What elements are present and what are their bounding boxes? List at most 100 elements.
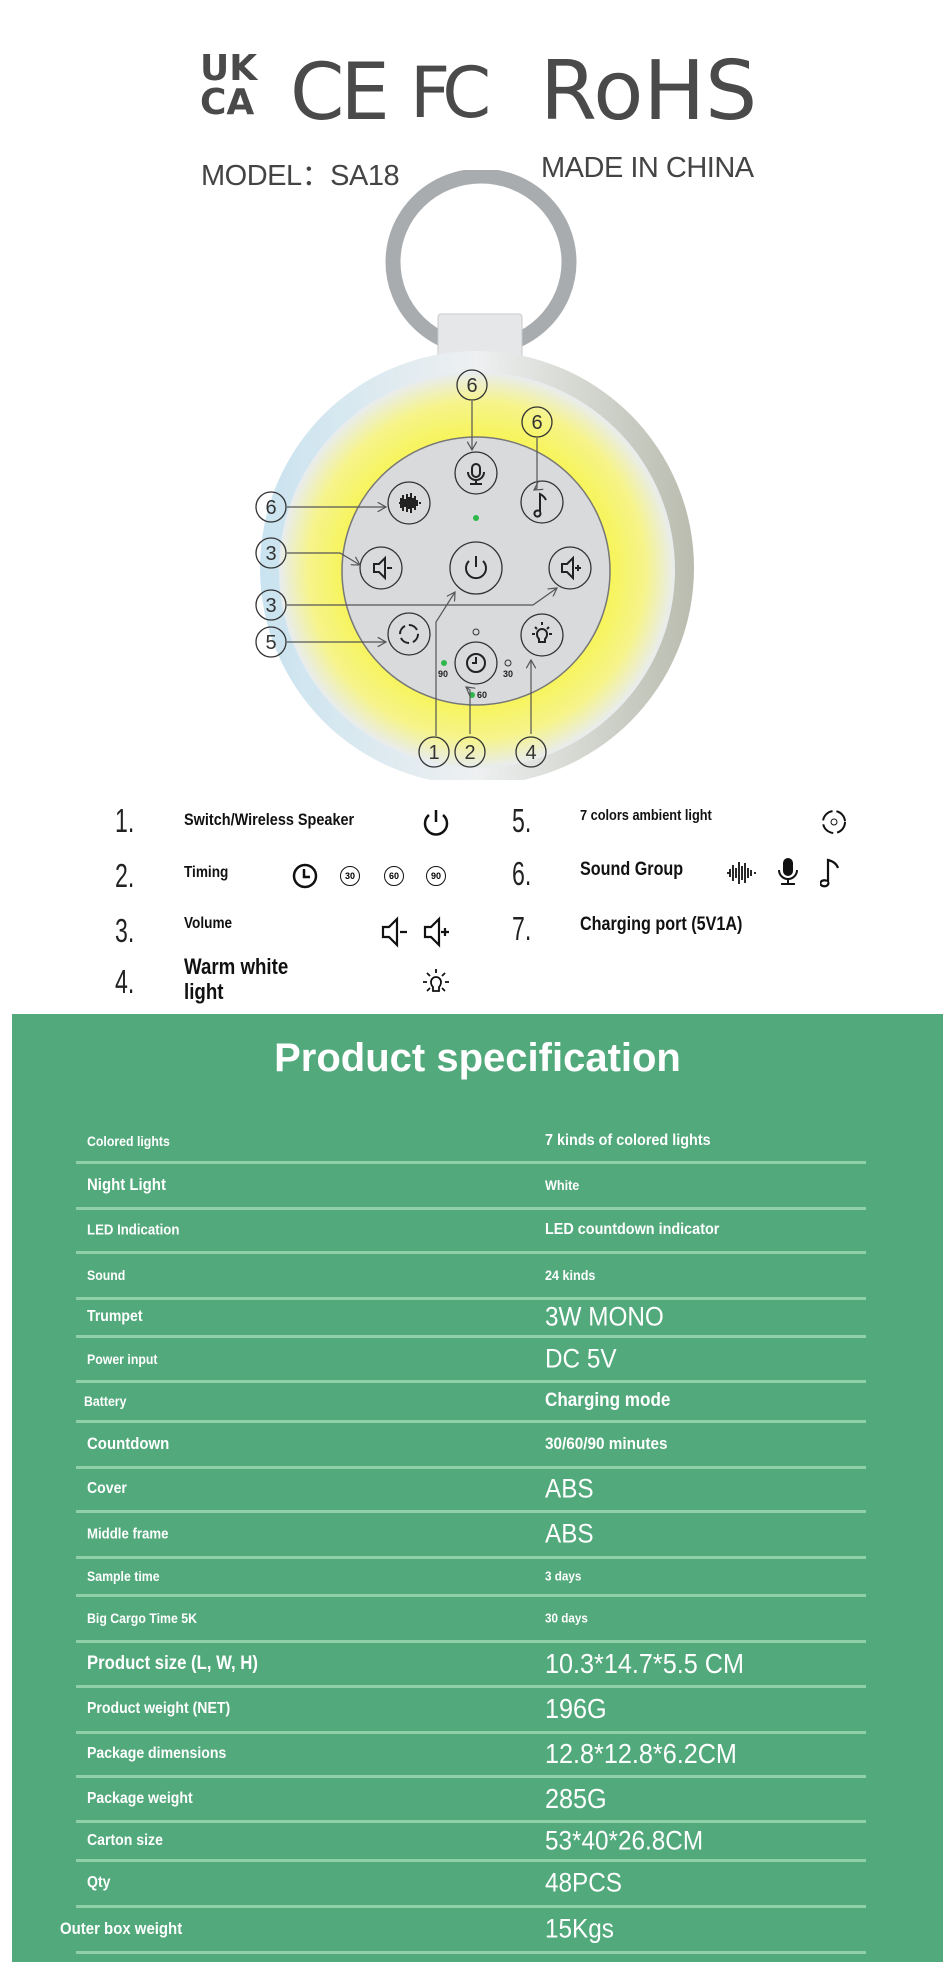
legend-label-2: Timing [184, 864, 229, 881]
power-button[interactable] [449, 541, 503, 595]
ukca-top: UK [200, 48, 258, 89]
power-icon [465, 556, 487, 580]
row-divider [76, 1335, 866, 1338]
volume-up-icon [561, 555, 581, 581]
status-led [473, 515, 479, 521]
spec-label: Package dimensions [87, 1745, 227, 1762]
music-note-icon [820, 858, 840, 888]
spec-value: 285G [545, 1782, 607, 1814]
spec-label: Package weight [87, 1789, 193, 1807]
row-divider [76, 1207, 866, 1210]
spec-value: Charging mode [545, 1390, 671, 1411]
spec-label: Night Light [87, 1175, 166, 1194]
legend-num-1: 1. [115, 802, 135, 839]
spec-value: ABS [545, 1518, 594, 1549]
legend-label-6: Sound Group [580, 859, 684, 880]
spec-label: Trumpet [87, 1308, 143, 1325]
legend-label-4: Warm white light [184, 954, 289, 1004]
callout-6-wave: 6 [265, 497, 276, 519]
volume-down-icon [381, 916, 407, 948]
row-divider [76, 1510, 866, 1513]
wave-button[interactable] [387, 481, 431, 525]
spec-value: DC 5V [545, 1343, 617, 1373]
callout-3-vol-down: 3 [265, 543, 276, 565]
waveform-icon [727, 862, 756, 884]
row-divider [76, 1380, 866, 1383]
spec-row: Qty 48PCS [12, 1860, 943, 1908]
rohs-mark: RoHS [540, 44, 758, 139]
microphone-icon [778, 858, 798, 885]
mic-button[interactable] [454, 451, 498, 495]
spec-label: LED Indication [87, 1221, 180, 1239]
warm-light-button[interactable] [520, 613, 564, 657]
legend-num-6: 6. [512, 855, 532, 892]
spec-row: LED Indication LED countdown indicator [12, 1208, 943, 1254]
spec-label: Cover [87, 1480, 127, 1497]
color-cycle-icon [399, 624, 419, 644]
row-divider [76, 1594, 866, 1597]
music-button[interactable] [520, 480, 564, 524]
spec-label: Product size (L, W, H) [87, 1652, 258, 1674]
spec-value: ABS [545, 1473, 594, 1504]
spec-value: 3 days [545, 1568, 582, 1584]
legend-num-3: 3. [115, 912, 135, 949]
row-divider [76, 1820, 866, 1823]
spec-row: Package weight 285G [12, 1776, 943, 1823]
spec-value: 7 kinds of colored lights [545, 1132, 711, 1149]
callout-1-power: 1 [428, 742, 439, 764]
callout-4-light: 4 [525, 742, 536, 764]
callout-3-vol-up: 3 [265, 595, 276, 617]
timer-90-label: 90 [438, 669, 448, 679]
row-divider [76, 1161, 866, 1164]
fcc-text: FC [410, 52, 491, 134]
spec-value: LED countdown indicator [545, 1221, 720, 1238]
spec-row: Middle frame ABS [12, 1511, 943, 1559]
spec-row: Product size (L, W, H)10.3*14.7*5.5 CM [12, 1641, 943, 1688]
led-90 [441, 660, 447, 666]
spec-row: Product weight (NET) 196G [12, 1686, 943, 1734]
spec-value: 24 kinds [545, 1267, 596, 1283]
callout-2-timer: 2 [464, 742, 475, 764]
spec-value: 3W MONO [545, 1301, 664, 1332]
spec-value: 196G [545, 1693, 607, 1724]
row-divider [76, 1731, 866, 1734]
color-light-button[interactable] [387, 612, 431, 656]
callout-6-mic: 6 [466, 375, 477, 397]
spec-label: Power input [87, 1350, 158, 1367]
spec-label: Product weight (NET) [87, 1700, 231, 1717]
spec-label: Middle frame [87, 1525, 169, 1543]
timer-button[interactable] [454, 641, 498, 685]
spec-label: Qty [87, 1874, 111, 1891]
power-icon [423, 810, 449, 836]
callout-6-music: 6 [531, 412, 542, 434]
timer-badge-60: 60 [384, 866, 404, 886]
spec-row: Trumpet 3W MONO [12, 1298, 943, 1338]
spec-row: Night Light White [12, 1162, 943, 1210]
volume-down-icon [373, 555, 392, 581]
volume-down-button[interactable] [359, 546, 403, 590]
waveform-icon [399, 493, 421, 513]
volume-up-button[interactable] [548, 546, 592, 590]
music-note-icon [533, 492, 547, 518]
led-30 [504, 659, 512, 667]
device-illustration: 90 30 60 6 6 6 3 3 5 1 2 4 [255, 170, 694, 780]
row-divider [76, 1251, 866, 1254]
spec-label: Countdown [87, 1434, 170, 1453]
spec-row: Power input DC 5V [12, 1336, 943, 1383]
spec-label: Outer box weight [60, 1919, 183, 1938]
ce-mark: CE [290, 48, 390, 138]
legend-label-7: Charging port (5V1A) [580, 914, 743, 935]
spec-label: Carton size [87, 1831, 163, 1849]
badge-text: 60 [388, 871, 399, 881]
row-divider [76, 1640, 866, 1643]
clock-icon [292, 863, 318, 889]
spec-value: White [545, 1177, 580, 1193]
spec-value: 48PCS [545, 1867, 623, 1898]
callout-5-color: 5 [265, 632, 276, 654]
microphone-icon [471, 463, 481, 478]
